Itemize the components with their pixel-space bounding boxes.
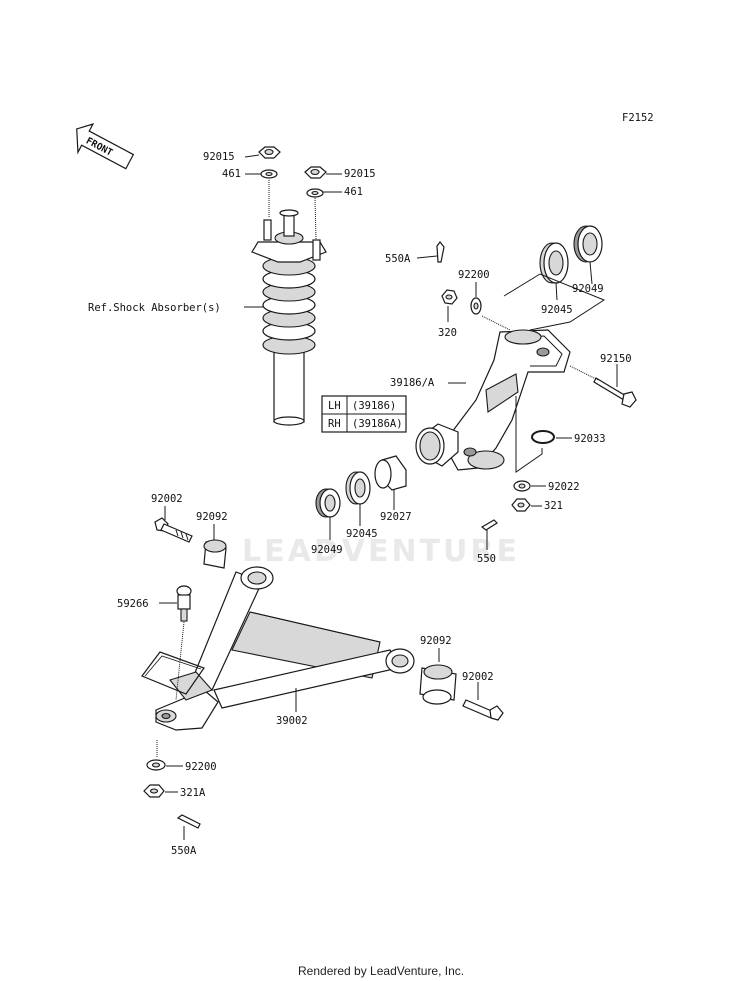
- callout-92033: 92033: [574, 433, 606, 445]
- ball-joint-icon[interactable]: [176, 585, 192, 622]
- steering-knuckle[interactable]: [415, 329, 571, 471]
- callout-92002-bottom: 92002: [462, 671, 494, 683]
- washer-icon[interactable]: [470, 297, 482, 315]
- callout-92045-bottom: 92045: [346, 528, 378, 540]
- front-arrow-icon: FRONT: [76, 123, 135, 170]
- bolt-icon[interactable]: [593, 377, 637, 408]
- lower-a-arm[interactable]: [141, 566, 415, 731]
- callout-59266: 59266: [117, 598, 149, 610]
- table-rh-side: RH: [328, 418, 341, 430]
- callout-92200-bottom: 92200: [185, 761, 217, 773]
- callout-92022: 92022: [548, 481, 580, 493]
- callout-92015-left: 92015: [203, 151, 235, 163]
- cotter-pin-icon[interactable]: [176, 814, 201, 829]
- callout-39002: 39002: [276, 715, 308, 727]
- table-lh-side: LH: [328, 400, 341, 412]
- bushing-icon[interactable]: [419, 664, 457, 705]
- watermark: LEADVENTURE: [242, 534, 520, 569]
- callout-92200-top: 92200: [458, 269, 490, 281]
- nut-icon[interactable]: [258, 146, 281, 159]
- circlip-icon[interactable]: [531, 430, 555, 444]
- washer-icon[interactable]: [306, 188, 324, 198]
- seal-icon[interactable]: [315, 488, 341, 518]
- washer-icon[interactable]: [260, 169, 278, 179]
- callout-92015-right: 92015: [344, 168, 376, 180]
- table-rh-part: (39186A): [352, 418, 403, 430]
- callout-461-right: 461: [344, 186, 363, 198]
- bushing-icon[interactable]: [203, 539, 227, 569]
- callout-39186A: 39186/A: [390, 377, 435, 389]
- nut-icon[interactable]: [304, 166, 327, 179]
- footer-credit: Rendered by LeadVenture, Inc.: [298, 964, 464, 978]
- callout-550: 550: [477, 553, 496, 565]
- bolt-icon[interactable]: [154, 517, 193, 543]
- diagram-code: F2152: [622, 112, 654, 124]
- table-lh-part: (39186): [352, 400, 396, 412]
- callout-321A: 321A: [180, 787, 206, 799]
- callout-92092-top: 92092: [196, 511, 228, 523]
- washer-icon[interactable]: [513, 480, 531, 492]
- nut-icon[interactable]: [441, 289, 458, 305]
- callout-92092-bottom: 92092: [420, 635, 452, 647]
- bolt-icon[interactable]: [462, 699, 504, 721]
- seal-icon[interactable]: [573, 225, 603, 263]
- callout-92027: 92027: [380, 511, 412, 523]
- cotter-pin-icon[interactable]: [480, 519, 498, 531]
- callout-92049-top: 92049: [572, 283, 604, 295]
- callout-92002-top: 92002: [151, 493, 183, 505]
- callout-320: 320: [438, 327, 457, 339]
- spacer-icon[interactable]: [374, 455, 407, 491]
- callout-550A-top: 550A: [385, 253, 411, 265]
- cotter-pin-icon[interactable]: [436, 241, 445, 263]
- nut-icon[interactable]: [143, 784, 165, 798]
- side-table: LH (39186) RH (39186A): [321, 395, 407, 433]
- shock-absorber[interactable]: [251, 209, 327, 426]
- callout-shock-absorber: Ref.Shock Absorber(s): [88, 302, 221, 314]
- bearing-icon[interactable]: [345, 471, 371, 505]
- callout-461-left: 461: [222, 168, 241, 180]
- coil-spring-icon: [262, 256, 316, 355]
- nut-icon[interactable]: [511, 498, 531, 512]
- callout-92049-bottom: 92049: [311, 544, 343, 556]
- washer-icon[interactable]: [146, 759, 166, 771]
- bearing-icon[interactable]: [539, 242, 569, 284]
- callout-321: 321: [544, 500, 563, 512]
- callout-550A-bottom: 550A: [171, 845, 197, 857]
- callout-92045-top: 92045: [541, 304, 573, 316]
- callout-92150: 92150: [600, 353, 632, 365]
